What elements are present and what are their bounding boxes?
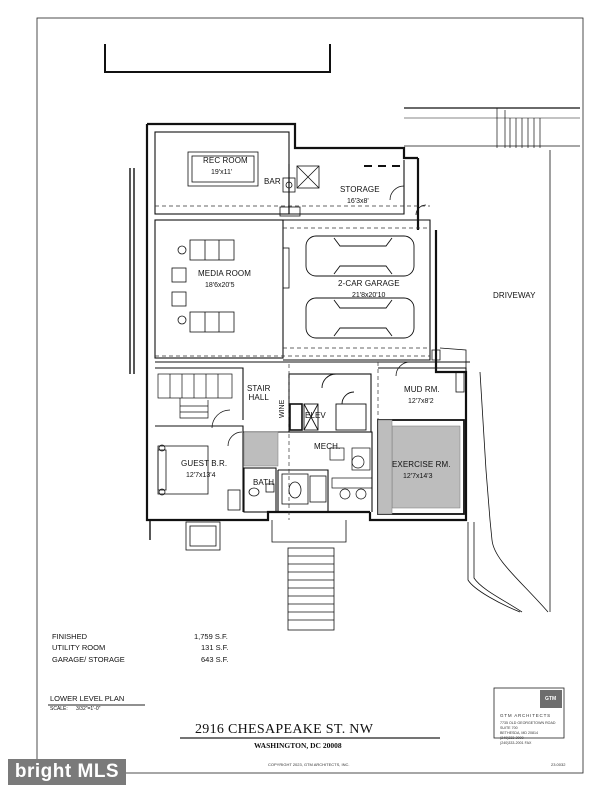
south-steps [271,520,347,631]
area-garage-value: 643 S.F. [201,655,229,664]
storage-label: STORAGE [340,185,380,194]
area-utility-label: UTILITY ROOM [52,643,106,652]
storage-equipment [279,165,427,217]
dashed-lines [155,205,430,520]
bath-label: BATH [253,478,275,487]
elevator-wine [289,373,367,431]
sheet-border [36,17,584,774]
garage-dim: 21'8x20'10 [352,292,386,299]
watermark-logo: bright MLS [8,759,126,785]
garage-label: 2-CAR GARAGE [338,279,400,288]
title-block-frame [48,687,565,739]
mud-room-dim: 12'7x8'2 [408,398,434,405]
guest-br-label: GUEST B.R. [181,459,228,468]
area-finished-label: FINISHED [52,632,88,641]
firm-info: 7735 OLD GEORGETOWN ROAD SUITE 700 BETHE… [500,721,556,745]
elev-label: ELEV [305,411,326,420]
pool-table [187,151,259,187]
mud-room-label: MUD RM. [404,385,440,394]
area-utility-value: 131 S.F. [201,643,229,652]
guest-br-dim: 12'7x13'4 [186,472,216,479]
exterior-walls [145,122,468,522]
project-address: 2916 CHESAPEAKE ST. NW [195,722,374,737]
exercise-rm-label: EXERCISE RM. [392,460,451,469]
exercise-rm-dim: 12'7x14'3 [403,473,433,480]
mechanical-equipment [329,447,373,500]
stairs [157,373,233,429]
driveway-label: DRIVEWAY [493,291,536,300]
firm-name: GTM ARCHITECTS [500,713,551,718]
upper-terrace-outline [104,44,331,73]
area-finished-value: 1,759 S.F. [194,632,228,641]
storage-dim: 16'3x8' [347,198,369,205]
stair-hall-label: STAIR HALL [247,384,271,402]
media-room-label: MEDIA ROOM [198,269,252,278]
window-well [185,521,221,551]
west-yard-walls [129,168,151,540]
plan-scale-label: SCALE: [50,706,68,712]
plan-title: LOWER LEVEL PLAN [50,694,125,703]
mudroom-fixtures [395,349,465,393]
area-garage-label: GARAGE/ STORAGE [52,655,125,664]
bath-fixtures [248,473,327,505]
garage-cars [305,235,415,339]
rec-room-dim: 19'x11' [211,169,233,176]
sheet-number: 23.0032 [551,762,566,767]
project-city: WASHINGTON, DC 20008 [254,741,342,750]
shaded-zones [243,419,461,515]
media-room-dim: 18'6x20'5 [205,282,235,289]
driveway-edge [439,150,551,613]
rec-room-label: REC ROOM [203,156,248,165]
exterior-steps [404,107,580,148]
media-furniture [171,239,290,333]
bar-counter [282,177,296,193]
guest-bed [157,431,243,511]
copyright-text: COPYRIGHT 2023, GTM ARCHITECTS, INC. [268,762,350,767]
firm-logo-text: GTM [545,696,557,702]
plan-scale-value: 3/32"=1'-0" [76,706,101,712]
mech-label: MECH. [314,442,341,451]
bar-label: BAR [264,177,281,186]
wine-label: WINE [279,399,286,418]
